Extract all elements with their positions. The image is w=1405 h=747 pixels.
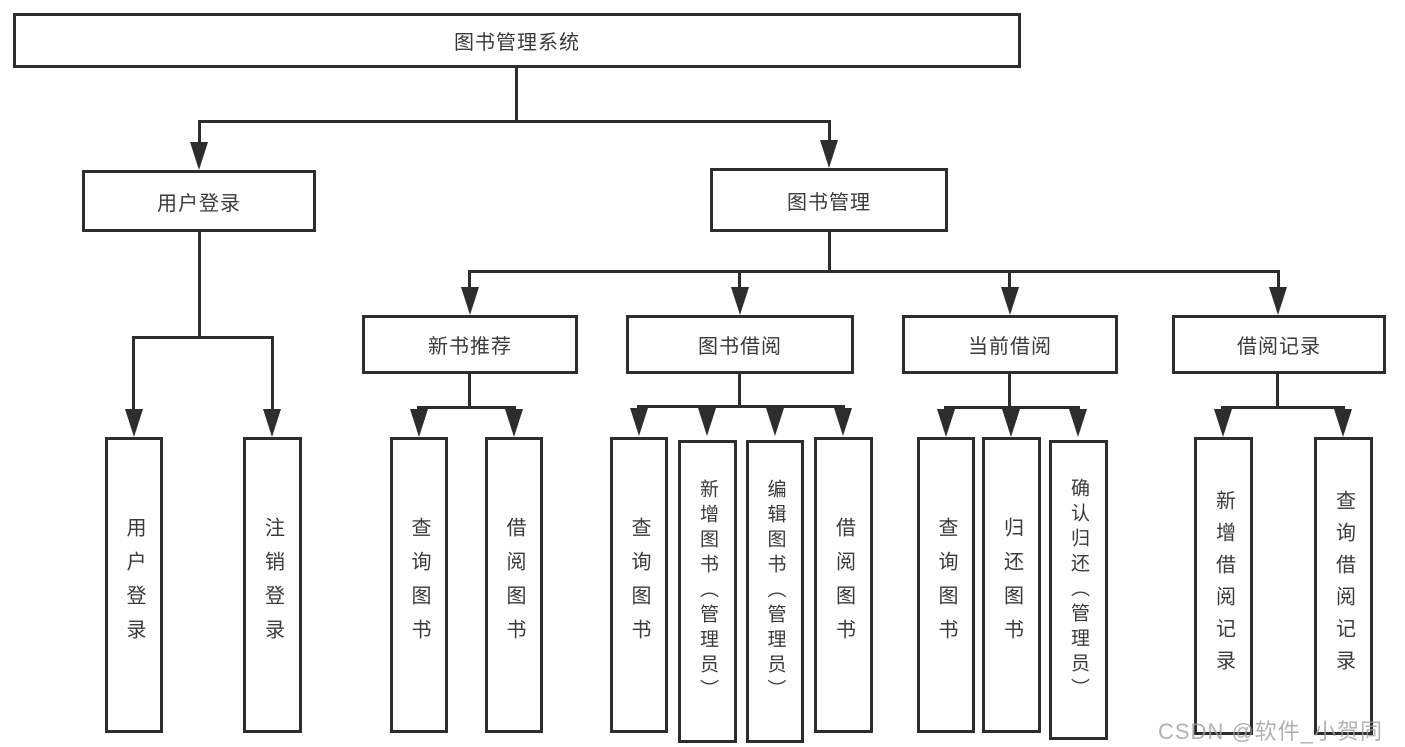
leaf-return-books-label: 归还图书 xyxy=(1000,517,1023,653)
arrowhead-down-icon xyxy=(263,409,281,437)
connector-line xyxy=(1277,270,1280,289)
arrowhead-down-icon xyxy=(731,287,749,315)
node-current-borrow-label: 当前借阅 xyxy=(968,336,1052,358)
arrowhead-down-icon xyxy=(125,409,143,437)
arrowhead-down-icon xyxy=(461,287,479,315)
leaf-edit-books-admin: 编辑图书（管理员） xyxy=(746,440,804,743)
leaf-add-books-admin-label: 新增图书（管理员） xyxy=(697,479,718,704)
connector-line xyxy=(515,68,518,120)
arrowhead-down-icon xyxy=(630,408,648,436)
connector-line xyxy=(417,406,516,409)
node-borrow-records-label: 借阅记录 xyxy=(1237,336,1321,358)
arrowhead-down-icon xyxy=(937,409,955,437)
connector-line xyxy=(1008,374,1011,406)
leaf-add-borrow-record: 新增借阅记录 xyxy=(1194,437,1253,735)
arrowhead-down-icon xyxy=(1001,287,1019,315)
leaf-confirm-return-admin: 确认归还（管理员） xyxy=(1049,440,1108,740)
leaf-borrow-books-1: 借阅图书 xyxy=(485,437,543,733)
node-user-login: 用户登录 xyxy=(82,170,316,232)
node-book-management: 图书管理 xyxy=(710,168,948,232)
node-new-book-recommend: 新书推荐 xyxy=(362,315,578,374)
node-root-label: 图书管理系统 xyxy=(454,32,580,54)
node-new-book-recommend-label: 新书推荐 xyxy=(428,336,512,358)
leaf-edit-books-admin-label: 编辑图书（管理员） xyxy=(764,479,786,704)
connector-line xyxy=(468,270,471,289)
connector-line xyxy=(738,270,741,289)
leaf-user-login-label: 用户登录 xyxy=(123,517,145,653)
arrowhead-down-icon xyxy=(505,409,523,437)
arrowhead-down-icon xyxy=(698,408,716,436)
leaf-logout: 注销登录 xyxy=(243,437,302,733)
leaf-confirm-return-admin-label: 确认归还（管理员） xyxy=(1068,477,1089,703)
node-current-borrow: 当前借阅 xyxy=(902,315,1118,374)
node-user-login-label: 用户登录 xyxy=(157,192,241,215)
connector-line xyxy=(1008,270,1011,289)
arrowhead-down-icon xyxy=(1214,409,1232,437)
leaf-query-books-3-label: 查询图书 xyxy=(935,517,957,653)
leaf-return-books: 归还图书 xyxy=(982,437,1041,733)
connector-line xyxy=(738,374,741,405)
leaf-borrow-books-2: 借阅图书 xyxy=(814,437,873,733)
leaf-query-books-2: 查询图书 xyxy=(610,437,668,733)
connector-line xyxy=(198,232,201,336)
node-book-management-label: 图书管理 xyxy=(787,191,871,214)
arrowhead-down-icon xyxy=(190,142,208,170)
node-root: 图书管理系统 xyxy=(13,13,1021,68)
connector-line xyxy=(132,336,274,339)
csdn-watermark: CSDN @软件_小贺同学 xyxy=(1158,719,1384,744)
arrowhead-down-icon xyxy=(1269,287,1287,315)
connector-line xyxy=(828,232,831,270)
arrowhead-down-icon xyxy=(1002,409,1020,437)
connector-line xyxy=(198,120,831,123)
connector-line xyxy=(198,120,201,144)
node-borrow-records: 借阅记录 xyxy=(1172,315,1386,374)
node-book-borrow: 图书借阅 xyxy=(626,315,854,374)
connector-line xyxy=(468,270,1280,273)
node-book-borrow-label: 图书借阅 xyxy=(698,336,782,358)
connector-line xyxy=(944,406,1080,409)
leaf-query-books-2-label: 查询图书 xyxy=(628,517,650,653)
arrowhead-down-icon xyxy=(410,409,428,437)
leaf-add-books-admin: 新增图书（管理员） xyxy=(678,440,737,743)
leaf-borrow-books-1-label: 借阅图书 xyxy=(503,517,525,653)
leaf-query-borrow-record-label: 查询借阅记录 xyxy=(1332,490,1355,682)
leaf-query-borrow-record: 查询借阅记录 xyxy=(1314,437,1373,735)
connector-line xyxy=(637,405,845,408)
connector-line xyxy=(828,120,831,142)
connector-line xyxy=(271,336,274,410)
leaf-user-login: 用户登录 xyxy=(105,437,163,733)
arrowhead-down-icon xyxy=(766,408,784,436)
connector-line xyxy=(1221,406,1345,409)
leaf-query-books-1: 查询图书 xyxy=(390,437,448,733)
leaf-logout-label: 注销登录 xyxy=(261,517,284,653)
arrowhead-down-icon xyxy=(834,408,852,436)
arrowhead-down-icon xyxy=(1334,409,1352,437)
connector-line xyxy=(132,336,135,410)
leaf-query-books-1-label: 查询图书 xyxy=(408,517,430,653)
arrowhead-down-icon xyxy=(820,140,838,168)
leaf-add-borrow-record-label: 新增借阅记录 xyxy=(1212,490,1235,682)
arrowhead-down-icon xyxy=(1069,409,1087,437)
leaf-query-books-3: 查询图书 xyxy=(917,437,975,733)
connector-line xyxy=(1276,374,1279,406)
connector-line xyxy=(468,374,471,406)
leaf-borrow-books-2-label: 借阅图书 xyxy=(832,517,855,653)
